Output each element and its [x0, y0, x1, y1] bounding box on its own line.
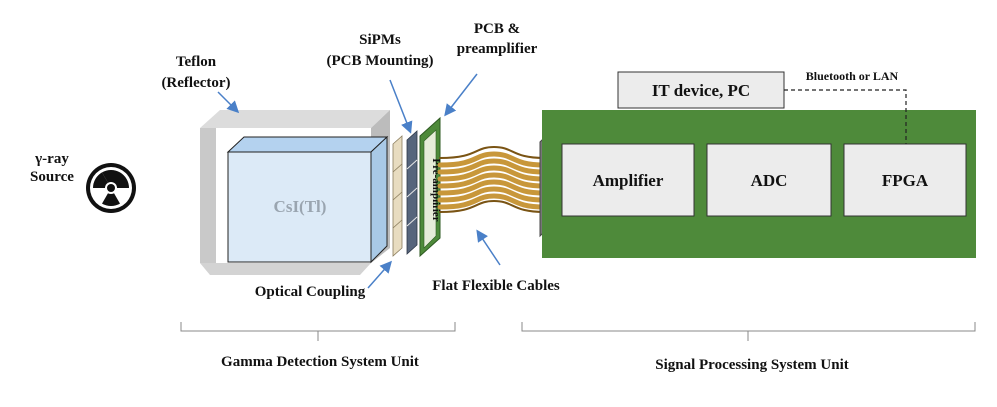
optical-coupling-label: Optical Coupling — [255, 284, 366, 300]
cables-label: Flat Flexible Cables — [432, 278, 560, 294]
adc-block: ADC — [706, 143, 832, 217]
link-line — [784, 89, 907, 144]
csi-crystal: CsI(Tl) — [226, 135, 389, 264]
amplifier-label: Amplifier — [593, 171, 664, 190]
link-label: Bluetooth or LAN — [806, 69, 899, 83]
pcb-arrow — [444, 73, 478, 117]
pc-label: IT device, PC — [652, 81, 750, 100]
sipms-arrow — [389, 79, 413, 134]
teflon-label-line1: Teflon — [176, 54, 217, 70]
pcb-label-line1: PCB & — [474, 21, 520, 37]
fpga-label: FPGA — [882, 171, 929, 190]
flat-flexible-cables — [437, 145, 547, 213]
fpga-block: FPGA — [843, 143, 967, 217]
pcb-label-line2: preamplifier — [457, 41, 538, 57]
amplifier-block: Amplifier — [561, 143, 695, 217]
source-label-line1: γ-ray — [34, 151, 69, 167]
source-label-line2: Source — [30, 169, 74, 185]
crystal-label: CsI(Tl) — [274, 197, 327, 216]
gamma-unit-brace — [180, 322, 456, 341]
optical-coupling — [392, 135, 403, 257]
teflon-label-line2: (Reflector) — [161, 75, 230, 91]
optical-coupling-arrow — [367, 260, 392, 289]
teflon-arrow — [217, 91, 240, 114]
sipms-label-line1: SiPMs — [359, 32, 401, 48]
pc-box: IT device, PC — [617, 71, 785, 109]
signal-unit-brace — [521, 322, 976, 341]
adc-label: ADC — [751, 171, 788, 190]
signal-unit-label: Signal Processing System Unit — [655, 357, 848, 373]
radiation-icon — [86, 163, 136, 213]
sipm-array — [406, 130, 418, 255]
sipms-label-line2: (PCB Mounting) — [326, 53, 433, 69]
gamma-unit-label: Gamma Detection System Unit — [221, 354, 419, 370]
cables-arrow — [476, 229, 501, 266]
